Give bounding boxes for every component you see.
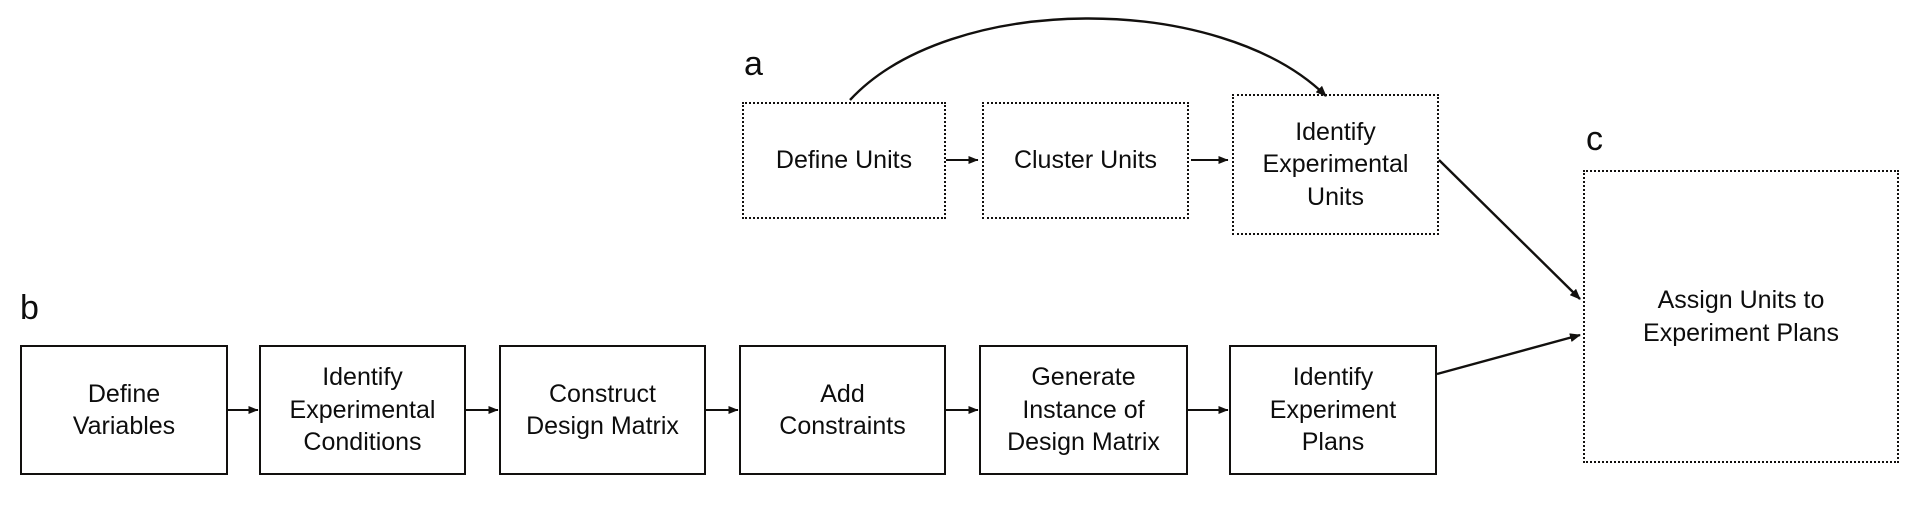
node-construct-design-matrix-label: Construct Design Matrix (526, 379, 679, 441)
node-identify-experiment-plans[interactable]: Identify Experiment Plans (1229, 345, 1437, 475)
node-construct-design-matrix[interactable]: Construct Design Matrix (499, 345, 706, 475)
edge-identify-experiment-plans-to-assign-units (1436, 333, 1581, 376)
node-define-variables[interactable]: Define Variables (20, 345, 228, 475)
node-identify-experimental-conditions[interactable]: Identify Experimental Conditions (259, 345, 466, 475)
node-cluster-units-label: Cluster Units (1013, 146, 1158, 175)
node-add-constraints-label: Add Constraints (779, 379, 906, 441)
node-identify-experimental-conditions-label: Identify Experimental Conditions (289, 363, 436, 457)
node-define-variables-label: Define Variables (72, 379, 176, 441)
node-identify-experiment-plans-label: Identify Experiment Plans (1269, 363, 1397, 457)
node-define-units-label: Define Units (775, 146, 913, 175)
node-generate-instance-of-design-matrix-label: Generate Instance of Design Matrix (1007, 363, 1160, 457)
node-cluster-units[interactable]: Cluster Units (982, 102, 1189, 219)
group-label-b: b (20, 289, 39, 327)
node-assign-units-to-experiment-plans-label: Assign Units to Experiment Plans (1643, 286, 1839, 347)
node-define-units[interactable]: Define Units (742, 102, 946, 219)
node-identify-experimental-units[interactable]: Identify Experimental Units (1232, 94, 1439, 235)
node-assign-units-to-experiment-plans[interactable]: Assign Units to Experiment Plans (1583, 170, 1899, 463)
node-generate-instance-of-design-matrix[interactable]: Generate Instance of Design Matrix (979, 345, 1188, 475)
group-label-a: a (744, 45, 763, 83)
node-identify-experimental-units-label: Identify Experimental Units (1262, 117, 1409, 211)
edge-identify-experimental-units-to-assign-units (1438, 159, 1581, 300)
group-label-c: c (1586, 120, 1603, 158)
node-add-constraints[interactable]: Add Constraints (739, 345, 946, 475)
edge-define-units-curve-to-identify-experimental-units (849, 17, 1327, 101)
